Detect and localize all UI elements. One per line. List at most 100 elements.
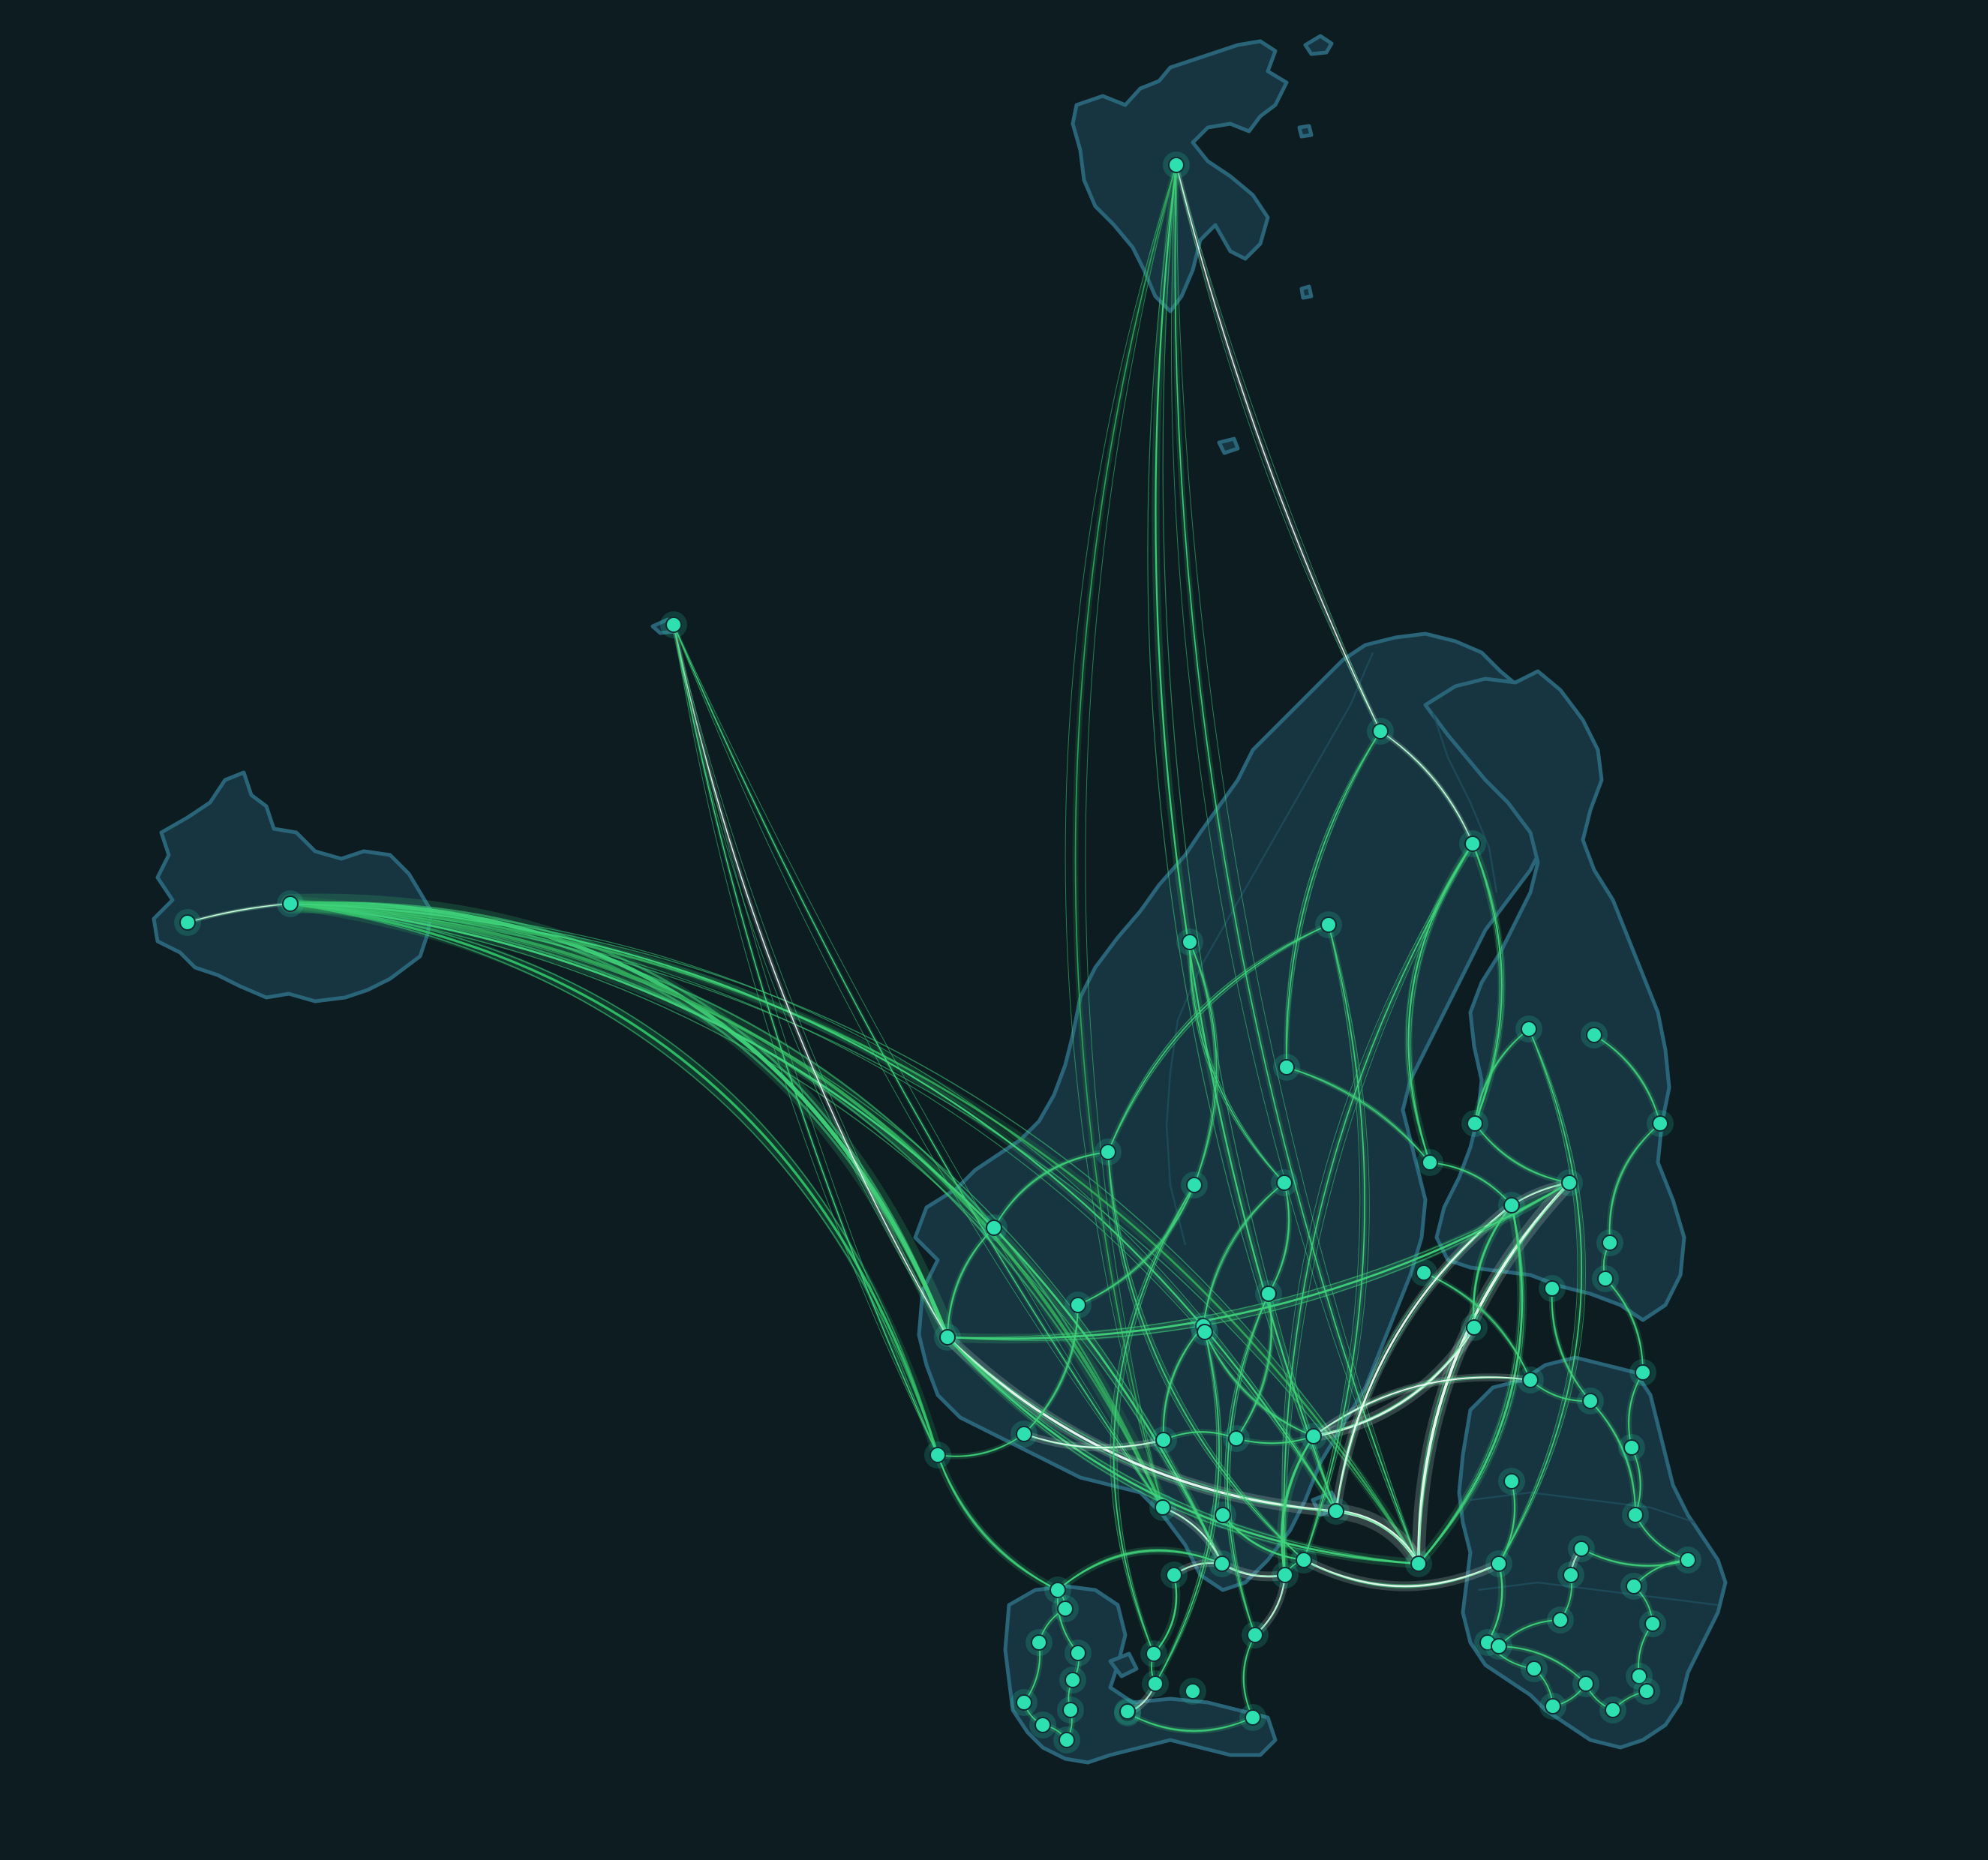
location-node[interactable] — [1215, 1507, 1231, 1523]
location-node[interactable] — [1626, 1578, 1642, 1594]
flow-edge — [1581, 1548, 1689, 1566]
location-node[interactable] — [1631, 1668, 1647, 1684]
location-node[interactable] — [1296, 1552, 1312, 1568]
flow-edge — [946, 1336, 1420, 1565]
location-node[interactable] — [1119, 1703, 1136, 1720]
location-node[interactable] — [1186, 1177, 1203, 1193]
location-node[interactable] — [1680, 1552, 1696, 1568]
location-node[interactable] — [1623, 1439, 1640, 1456]
location-node[interactable] — [1522, 1372, 1539, 1388]
location-node[interactable] — [1605, 1702, 1621, 1718]
flow-edge-glow — [671, 622, 940, 1457]
flow-edge — [673, 624, 948, 1338]
location-node[interactable] — [1031, 1634, 1047, 1651]
location-node[interactable] — [1305, 1428, 1322, 1444]
flow-edge — [1236, 1293, 1272, 1439]
location-node[interactable] — [1552, 1612, 1569, 1628]
location-node[interactable] — [1467, 1115, 1483, 1132]
location-node[interactable] — [1065, 1672, 1081, 1688]
location-node[interactable] — [1422, 1154, 1438, 1171]
flow-edge — [1171, 164, 1419, 1564]
location-node[interactable] — [1627, 1507, 1644, 1523]
location-node[interactable] — [1228, 1430, 1245, 1447]
location-node[interactable] — [1100, 1144, 1116, 1160]
flow-edge — [1227, 1293, 1269, 1636]
location-node[interactable] — [1416, 1264, 1432, 1281]
location-node[interactable] — [1521, 1021, 1537, 1037]
location-node[interactable] — [1597, 1270, 1614, 1287]
location-node[interactable] — [1503, 1473, 1520, 1490]
location-node[interactable] — [1062, 1702, 1079, 1718]
flow-edge — [1303, 1559, 1500, 1588]
location-node[interactable] — [282, 896, 299, 912]
location-node[interactable] — [1155, 1432, 1172, 1448]
location-node[interactable] — [1466, 1319, 1482, 1336]
location-node[interactable] — [1563, 1567, 1579, 1583]
location-node[interactable] — [179, 914, 196, 931]
location-node[interactable] — [1245, 1709, 1261, 1726]
location-node[interactable] — [665, 616, 682, 633]
location-node[interactable] — [1147, 1676, 1164, 1692]
location-node[interactable] — [1320, 916, 1337, 933]
flow-edge — [1189, 941, 1285, 1184]
location-node[interactable] — [929, 1447, 946, 1463]
location-node[interactable] — [1561, 1174, 1578, 1191]
location-node[interactable] — [1166, 1567, 1182, 1583]
location-node[interactable] — [1214, 1556, 1230, 1572]
location-node[interactable] — [1602, 1234, 1618, 1251]
location-node[interactable] — [1644, 1616, 1661, 1632]
location-node[interactable] — [1016, 1694, 1032, 1711]
flow-edge — [1498, 1646, 1587, 1684]
location-node[interactable] — [1491, 1638, 1507, 1654]
location-node[interactable] — [1491, 1556, 1507, 1572]
flow-edge — [1593, 1034, 1661, 1124]
location-node[interactable] — [1582, 1393, 1599, 1409]
location-node[interactable] — [1057, 1600, 1074, 1617]
flow-edge — [1474, 1123, 1570, 1184]
location-node[interactable] — [1070, 1297, 1086, 1313]
location-node[interactable] — [1016, 1426, 1032, 1442]
flow-edge — [1056, 1550, 1224, 1592]
location-node[interactable] — [1464, 836, 1481, 852]
flow-edge — [1023, 1433, 1164, 1450]
location-node[interactable] — [1197, 1324, 1213, 1340]
location-node[interactable] — [986, 1220, 1002, 1236]
location-node[interactable] — [1586, 1027, 1602, 1043]
location-node[interactable] — [1247, 1627, 1263, 1643]
location-node[interactable] — [1503, 1197, 1520, 1214]
landmass-island-2 — [1297, 124, 1314, 139]
flow-edge — [1303, 924, 1365, 1561]
location-node[interactable] — [1168, 157, 1185, 173]
landmass-iceland — [152, 770, 434, 1004]
location-node[interactable] — [1638, 1683, 1655, 1700]
flow-edge — [1335, 1510, 1420, 1565]
flow-edge — [947, 1336, 1337, 1512]
location-node[interactable] — [1260, 1286, 1277, 1302]
location-node[interactable] — [1277, 1567, 1293, 1583]
location-node[interactable] — [1278, 1059, 1295, 1076]
location-node[interactable] — [1652, 1115, 1668, 1132]
location-node[interactable] — [939, 1329, 956, 1346]
location-node[interactable] — [1182, 934, 1198, 950]
location-node[interactable] — [1146, 1646, 1162, 1662]
location-node[interactable] — [1545, 1698, 1561, 1714]
flow-edge — [1474, 1028, 1530, 1124]
location-node[interactable] — [1059, 1732, 1075, 1748]
location-node[interactable] — [1578, 1676, 1594, 1692]
location-node[interactable] — [1410, 1556, 1427, 1572]
location-node[interactable] — [1573, 1540, 1590, 1557]
location-node[interactable] — [1544, 1280, 1560, 1297]
location-node[interactable] — [1035, 1717, 1051, 1733]
location-node[interactable] — [1050, 1582, 1066, 1598]
location-node[interactable] — [1155, 1499, 1171, 1516]
location-node[interactable] — [1276, 1174, 1293, 1191]
location-node[interactable] — [1635, 1364, 1651, 1381]
location-node[interactable] — [1526, 1660, 1542, 1677]
location-node[interactable] — [1070, 1645, 1086, 1661]
flow-edge — [1244, 1634, 1256, 1718]
location-node[interactable] — [1372, 723, 1389, 740]
location-node[interactable] — [1185, 1683, 1201, 1700]
location-node[interactable] — [1328, 1503, 1344, 1520]
